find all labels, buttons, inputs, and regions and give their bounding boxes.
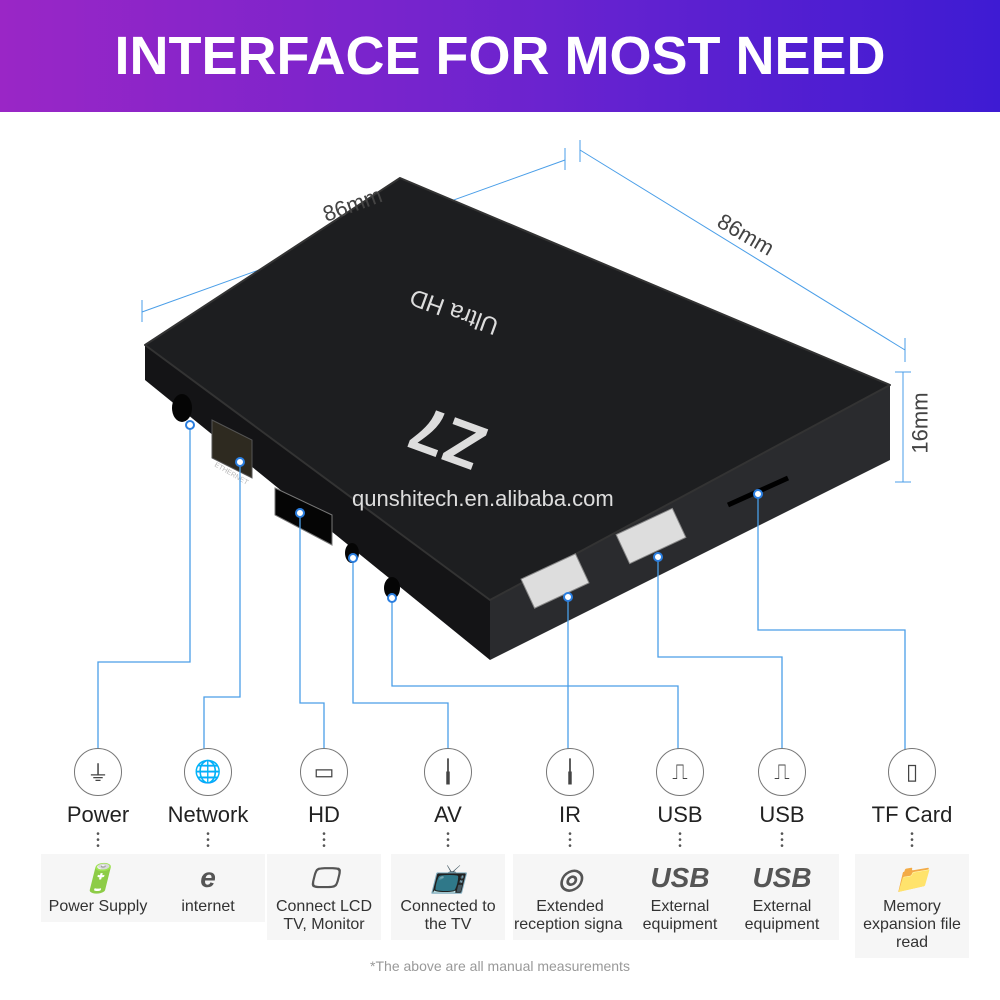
port-label: Network xyxy=(167,802,249,827)
port-item: ▯ TF Card ••• 📁 Memory expansion file re… xyxy=(847,748,977,958)
port-label: TF Card xyxy=(871,802,953,827)
port-item: ⎍ USB ••• USB External equipment xyxy=(717,748,847,940)
globe-icon: 🌐 xyxy=(194,759,222,784)
port-description: Extended reception signal xyxy=(513,898,627,933)
port-description: Connected to the TV xyxy=(400,898,496,933)
internet-explorer-icon: e xyxy=(200,862,216,893)
dots-separator: ••• xyxy=(206,829,210,852)
port-item: ╽ AV ••• 📺 Connected to the TV xyxy=(383,748,513,940)
header-banner: INTERFACE FOR MOST NEED xyxy=(0,0,1000,112)
page-title: INTERFACE FOR MOST NEED xyxy=(114,26,886,86)
port-description: Power Supply xyxy=(48,898,148,915)
dots-separator: ••• xyxy=(780,829,784,852)
dots-separator: ••• xyxy=(446,829,450,852)
port-label: USB xyxy=(657,802,703,827)
signal-icon: ◎ xyxy=(557,862,583,894)
dots-separator: ••• xyxy=(678,829,682,852)
footnote: *The above are all manual measurements xyxy=(370,958,630,974)
height-dimension: 16mm xyxy=(907,392,933,454)
folder-icon: 📁 xyxy=(894,862,930,894)
watermark: qunshitech.en.alibaba.com xyxy=(352,486,614,511)
port-item: ⏚ Power ••• 🔋 Power Supply xyxy=(33,748,163,922)
usb-plug-icon: ⎍ xyxy=(672,759,688,784)
usb-logo-icon: USB xyxy=(650,862,710,893)
port-description: Connect LCD TV, Monitor xyxy=(275,898,373,933)
power-plug-icon: ⏚ xyxy=(86,761,109,786)
port-markers xyxy=(185,420,763,603)
dots-separator: ••• xyxy=(568,829,572,852)
tv-box: ETHERNET Z7 Ultra HD xyxy=(144,177,891,660)
sd-card-icon: ▯ xyxy=(905,759,919,784)
port-description: External equipment xyxy=(744,898,820,933)
usb-plug-icon: ⎍ xyxy=(774,759,790,784)
port-item: ╽ IR ••• ◎ Extended reception signal xyxy=(505,748,635,940)
port-label: USB xyxy=(759,802,805,827)
battery-icon: 🔋 xyxy=(80,862,116,894)
hdmi-icon: ▭ xyxy=(313,759,335,784)
port-description: External equipment xyxy=(642,898,718,933)
port-label: IR xyxy=(559,802,581,827)
port-label: Power xyxy=(66,802,130,827)
audio-jack-icon: ╽ xyxy=(441,759,455,784)
port-label: HD xyxy=(308,802,340,827)
connector-lines xyxy=(97,425,906,750)
dots-separator: ••• xyxy=(910,829,914,852)
port-description: internet xyxy=(181,898,235,915)
port-item: ▭ HD ••• 🖵 Connect LCD TV, Monitor xyxy=(259,748,389,940)
monitor-icon: 🖵 xyxy=(310,861,338,893)
port-description: Memory expansion file read xyxy=(863,898,961,951)
port-label: AV xyxy=(434,802,462,827)
usb-logo-icon: USB xyxy=(752,862,812,893)
tv-icon: 📺 xyxy=(430,862,466,894)
audio-jack-icon: ╽ xyxy=(563,759,577,784)
dots-separator: ••• xyxy=(322,829,326,852)
port-item: ⎍ USB ••• USB External equipment xyxy=(615,748,745,940)
port-item: 🌐 Network ••• e internet xyxy=(143,748,273,922)
dots-separator: ••• xyxy=(96,829,100,852)
